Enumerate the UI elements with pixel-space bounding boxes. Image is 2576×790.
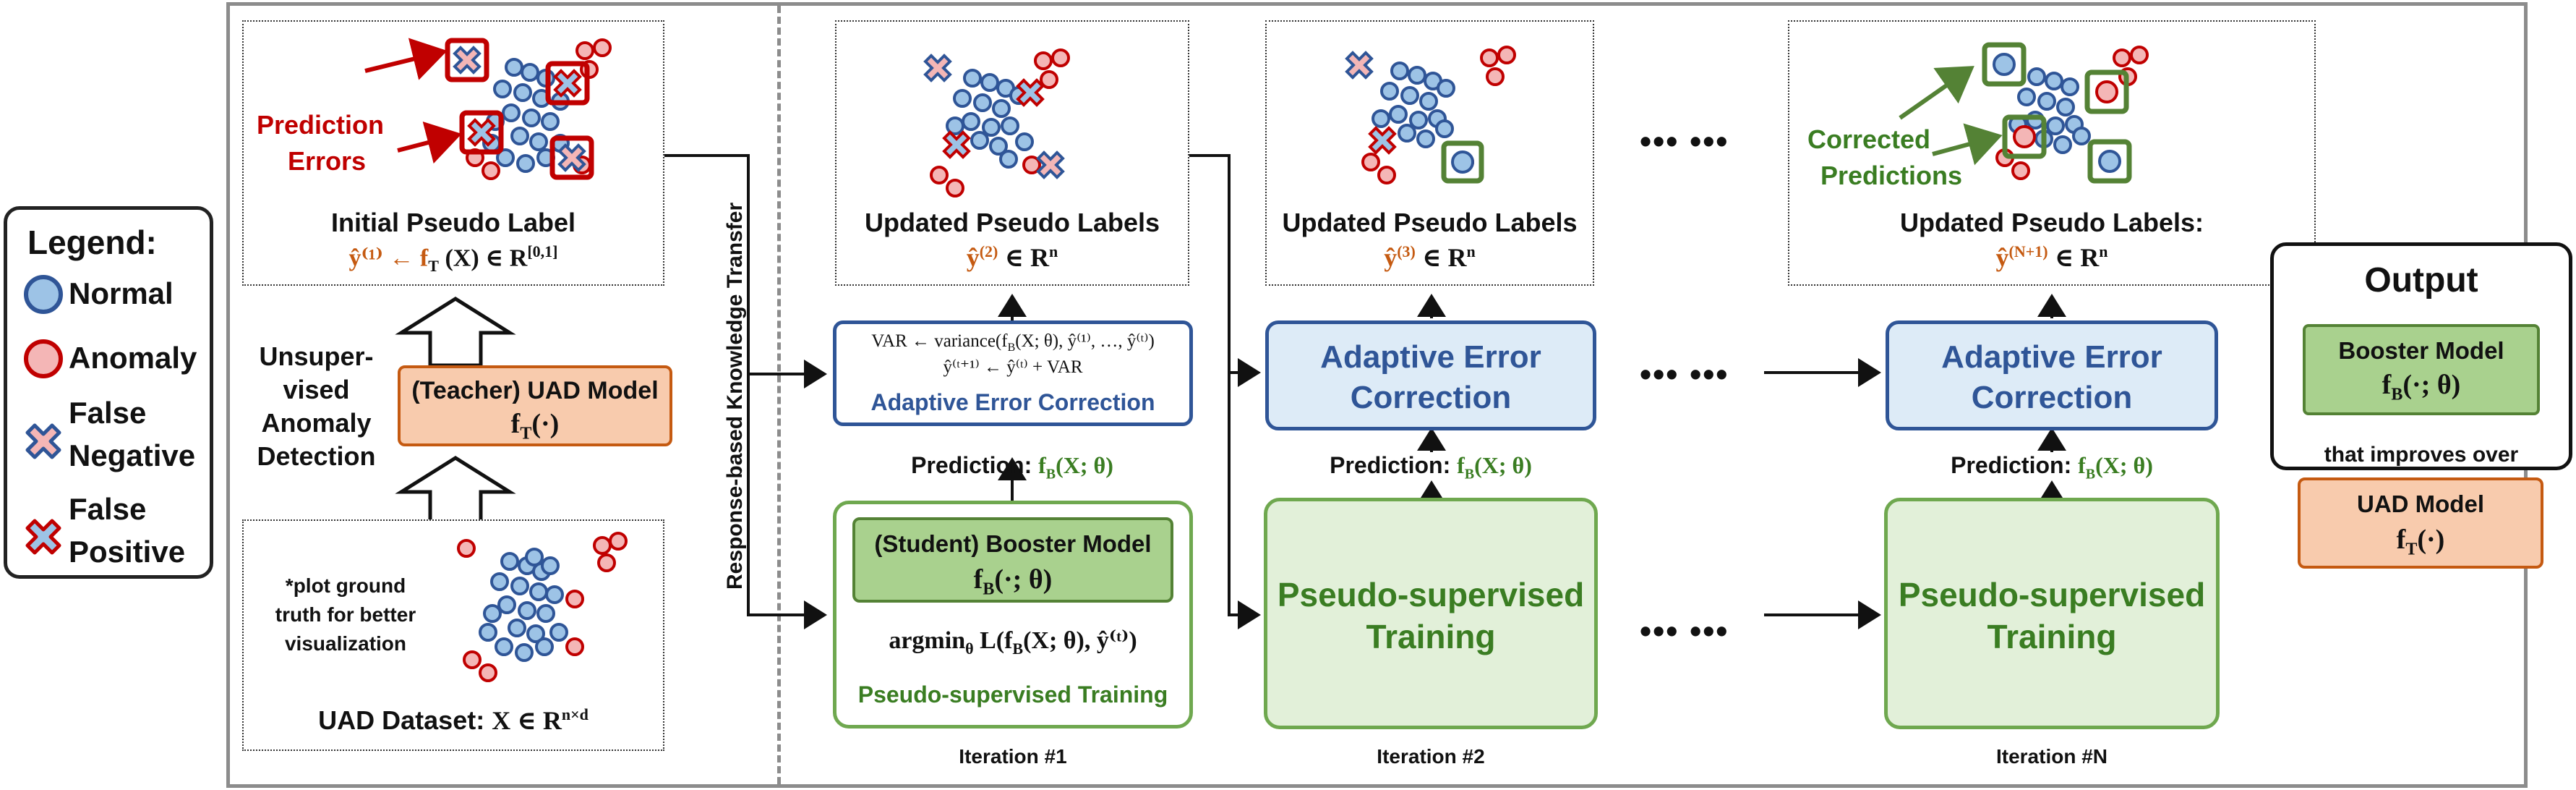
- output-uad-formula: fT(·): [2396, 524, 2445, 559]
- aec-update-line: ŷ⁽ᵗ⁺¹⁾ ← ŷ⁽ᵗ⁾ + VAR: [943, 357, 1083, 377]
- prediction-errors-label-1: Prediction: [257, 110, 385, 140]
- up-arrows: [395, 297, 516, 527]
- training-label-2: Pseudo-supervised Training: [1277, 576, 1585, 655]
- ellipsis-bottom: ••• •••: [1640, 612, 1729, 650]
- uad-dataset-box: [242, 519, 664, 751]
- blue-x-icon: [25, 423, 61, 459]
- teacher-uad-model-box: (Teacher) UAD Model fT(·): [398, 365, 672, 446]
- prediction-label-n: Prediction: fB(X; θ): [1951, 452, 2153, 483]
- output-uad-label: UAD Model: [2357, 490, 2484, 517]
- dashed-separator: [777, 6, 781, 784]
- legend-fp-label-1: False: [69, 492, 147, 526]
- updated-labels-title-n: Updated Pseudo Labels:: [1899, 208, 2204, 237]
- output-title: Output: [2364, 261, 2478, 300]
- student-booster-label: (Student) Booster Model: [874, 530, 1152, 557]
- updated-labels-formula-2: ŷ(3) ∈ Rn: [1384, 242, 1476, 272]
- teacher-uad-model-formula: fT(·): [510, 409, 560, 443]
- prediction-label-1: Prediction: fB(X; θ): [911, 452, 1113, 483]
- legend-box: Legend: Normal Anomaly False Negative Fa…: [4, 206, 213, 579]
- aec-box-1: VAR ← variance(fB(X; θ), ŷ⁽¹⁾, …, ŷ⁽ᵗ⁾) …: [833, 320, 1193, 426]
- error-arrow: [364, 38, 448, 80]
- ellipsis-top: ••• •••: [1640, 122, 1729, 160]
- argmin-formula: argminθ L(fB(X; θ), ŷ⁽ᵗ⁾): [889, 627, 1137, 658]
- output-box: Output Booster Model fB(·; θ): [2270, 242, 2572, 470]
- prediction-label-2: Prediction: fB(X; θ): [1330, 452, 1532, 483]
- updated-labels-formula-1: ŷ(2) ∈ Rn: [966, 242, 1058, 272]
- ellipsis-middle: ••• •••: [1640, 355, 1729, 393]
- training-label-n: Pseudo-supervised Training: [1898, 576, 2206, 655]
- iteration-label-1: Iteration #1: [959, 745, 1067, 768]
- improves-over-label: that improves over: [2324, 443, 2519, 467]
- iteration-label-2: Iteration #2: [1377, 745, 1485, 768]
- uad-dataset-label: UAD Dataset: X ∈ Rn×d: [318, 705, 589, 735]
- corrected-arrow: [1932, 123, 2003, 166]
- false-negative-marker: [549, 135, 594, 180]
- iteration-label-n: Iteration #N: [1995, 745, 2108, 768]
- updated-labels-formula-n: ŷ(N+1) ∈ Rn: [1995, 242, 2108, 272]
- legend-fn-label-1: False: [69, 396, 147, 430]
- legend-anomaly-label: Anomaly: [69, 341, 197, 375]
- initial-pseudo-label-title: Initial Pseudo Label: [330, 208, 576, 237]
- false-negative-marker: [445, 38, 489, 82]
- false-positive-marker: [545, 61, 590, 106]
- legend-title: Legend:: [27, 224, 157, 261]
- output-uad-box: UAD Model fT(·): [2298, 477, 2543, 569]
- red-circle-icon: [24, 339, 63, 378]
- training-label-1: Pseudo-supervised Training: [857, 681, 1168, 708]
- unsupervised-label: Unsuper- vised Anomaly Detection: [257, 341, 376, 471]
- corrected-label-2: Predictions: [1820, 161, 1963, 190]
- false-positive-marker: [459, 110, 504, 155]
- output-booster-label: Booster Model: [2338, 337, 2504, 364]
- updated-labels-title-2: Updated Pseudo Labels: [1282, 208, 1578, 237]
- corrected-arrow: [1899, 66, 1974, 120]
- training-box-n: Pseudo-supervised Training: [1884, 498, 2220, 729]
- updated-labels-title-1: Updated Pseudo Labels: [864, 208, 1160, 237]
- scatter-iter-1: [923, 48, 1070, 198]
- student-booster-formula: fB(·; θ): [973, 564, 1053, 599]
- legend-fn-label-2: Negative: [69, 438, 196, 472]
- teacher-uad-model-label: (Teacher) UAD Model: [411, 377, 659, 404]
- aec-box-2: Adaptive Error Correction: [1265, 320, 1596, 430]
- aec-label-n: Adaptive Error Correction: [1941, 339, 2162, 415]
- training-box-2: Pseudo-supervised Training: [1264, 498, 1598, 729]
- red-x-icon: [25, 519, 61, 555]
- aec-box-n: Adaptive Error Correction: [1886, 320, 2218, 430]
- aec-label-2: Adaptive Error Correction: [1320, 339, 1541, 415]
- aec-label-1: Adaptive Error Correction: [870, 389, 1155, 415]
- legend-fp-label-2: Positive: [69, 535, 186, 569]
- output-booster-formula: fB(·; θ): [2382, 370, 2461, 404]
- dataset-scatter: [457, 532, 628, 682]
- legend-icons: [24, 275, 63, 555]
- updated-labels-box-n: [1788, 20, 2316, 286]
- updated-labels-box-2: [1265, 20, 1594, 286]
- legend-normal-label: Normal: [69, 276, 174, 310]
- student-booster-box: (Student) Booster Model fB(·; θ): [852, 517, 1173, 603]
- error-arrow: [397, 122, 462, 164]
- blue-circle-icon: [24, 275, 63, 314]
- corrected-label-1: Corrected: [1807, 124, 1931, 154]
- training-box-1: (Student) Booster Model fB(·; θ) argminθ…: [833, 501, 1193, 729]
- initial-scatter: [364, 38, 612, 180]
- output-booster-box: Booster Model fB(·; θ): [2303, 324, 2540, 415]
- initial-pseudo-label-formula: ŷ⁽¹⁾ ← fT (X) ∈ R[0,1]: [348, 242, 558, 276]
- scatter-iter-2: [1345, 46, 1516, 184]
- aec-var-line: VAR ← variance(fB(X; θ), ŷ⁽¹⁾, …, ŷ⁽ᵗ⁾): [871, 331, 1155, 354]
- prediction-errors-label-2: Errors: [288, 146, 367, 176]
- dataset-note: *plot ground truth for better visualizat…: [275, 574, 416, 655]
- scatter-iter-n: [1899, 42, 2149, 184]
